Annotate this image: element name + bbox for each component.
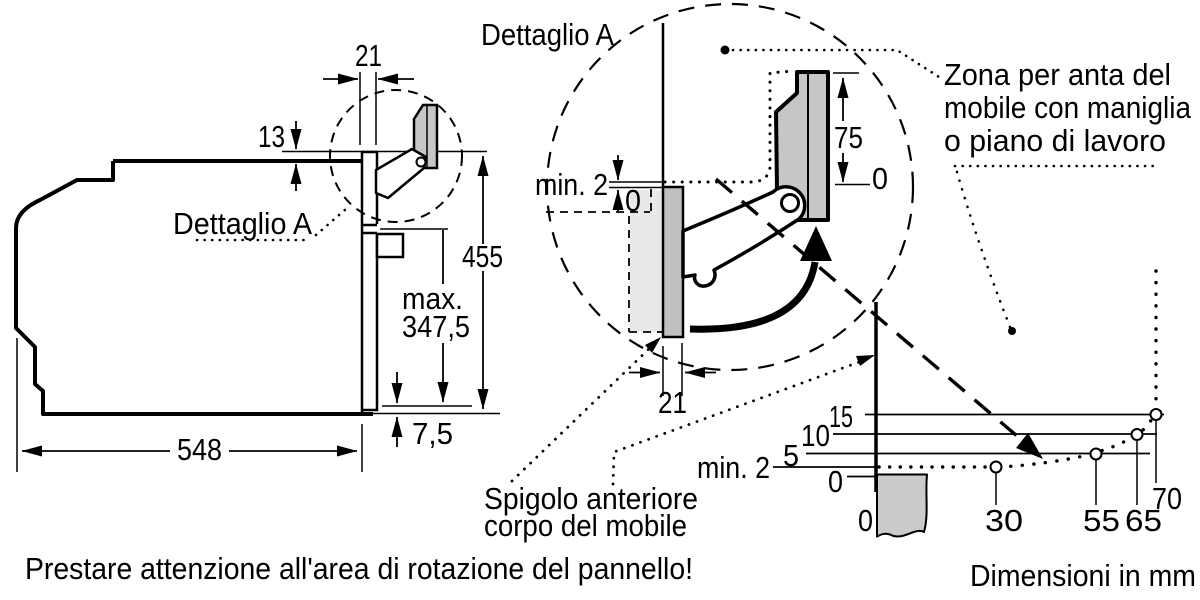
hinge-arm-small xyxy=(374,147,428,200)
dim-zero-right-label: 0 xyxy=(872,161,888,196)
detail-a-circle-large xyxy=(545,2,915,372)
detail-a-callout-dots xyxy=(195,207,348,242)
oven-body-outline xyxy=(14,159,373,416)
hinge-pivot-large xyxy=(780,193,800,213)
dim-height: 455 xyxy=(462,155,503,410)
detail-a-view: Dettaglio A min. 2 0 xyxy=(481,2,1043,459)
chart-point-55 xyxy=(1089,447,1103,461)
dim-edge-thickness: 21 xyxy=(629,343,716,420)
warning-note: Prestare attenzione all'area di rotazion… xyxy=(25,551,693,586)
zone-note-line3: o piano di lavoro xyxy=(944,123,1166,158)
zone-note-line2: mobile con maniglia xyxy=(944,90,1192,125)
chart-level-lines xyxy=(773,413,1164,478)
hinge-pivot-small xyxy=(415,156,427,168)
front-edge-leader-b-arrowhead xyxy=(856,355,875,366)
detail-a-circle-small xyxy=(329,89,463,223)
oven-carcass-hidden xyxy=(630,190,663,332)
dim-max-depth: max. 347,5 xyxy=(402,230,470,403)
front-edge-annotation: Spigolo anteriore corpo del mobile xyxy=(484,337,875,543)
hinge-receiver-tab xyxy=(375,232,405,259)
chart-point-30 xyxy=(989,460,1003,474)
trajectory-dashed-arrow xyxy=(714,177,1043,459)
zone-ref-dot xyxy=(720,45,730,55)
chart-xtick-55: 55 xyxy=(1083,503,1120,538)
front-edge-note-line1: Spigolo anteriore xyxy=(484,481,698,516)
units-note: Dimensioni in mm xyxy=(970,558,1196,593)
chart-cabinet-edge-board xyxy=(876,473,928,538)
chart-point-65 xyxy=(1130,428,1144,441)
dim-panel-offset-label: 13 xyxy=(258,119,285,154)
front-edge-leader-a-arrowhead xyxy=(645,337,661,353)
dim-top-gap: 21 xyxy=(323,38,414,145)
chart-ytick-0: 0 xyxy=(828,464,843,499)
dim-edge-thickness-label: 21 xyxy=(658,385,687,420)
zone-leader-dots xyxy=(731,48,941,79)
cabinet-door-zone-annotation: Zona per anta del mobile con maniglia o … xyxy=(944,57,1192,335)
dim-door-height-label: 75 xyxy=(834,120,863,155)
dim-min-gap-label: min. 2 xyxy=(535,167,608,202)
zone-note-line1: Zona per anta del xyxy=(944,57,1171,92)
chart-xtick-30: 30 xyxy=(985,503,1023,538)
dim-max-label: max. xyxy=(402,281,463,316)
oven-side-view: 21 13 Dettaglio A 455 max. 347,5 xyxy=(14,38,503,472)
chart-xtick-70: 70 xyxy=(1152,481,1182,516)
dim-depth-label: 548 xyxy=(177,432,222,467)
dim-max-value: 347,5 xyxy=(402,309,470,344)
cabinet-front-edge-board xyxy=(661,185,685,339)
door-zone-boundary-dots xyxy=(663,69,795,184)
dim-bottom-gap: 7,5 xyxy=(371,372,500,451)
chart-ytick-min2: min. 2 xyxy=(697,450,770,485)
rotation-arrow xyxy=(689,226,832,333)
chart-xtick-0: 0 xyxy=(858,503,873,538)
zone-note-leader-end-dot xyxy=(1008,327,1016,335)
front-edge-note-line2: corpo del mobile xyxy=(484,508,687,543)
chart-curve-dots xyxy=(997,269,1158,469)
detail-a-callout: Dettaglio A xyxy=(173,206,348,242)
chart-point-drop-lines xyxy=(995,421,1157,505)
chart-ytick-15: 15 xyxy=(829,399,853,434)
chart-point-70 xyxy=(1149,408,1163,421)
front-edge-leader-a-dots xyxy=(510,343,655,483)
dim-depth: 548 xyxy=(16,338,363,472)
dim-bottom-gap-label: 7,5 xyxy=(412,416,453,451)
chart-ytick-10: 10 xyxy=(801,418,830,453)
detail-a-title: Dettaglio A xyxy=(481,17,614,52)
dim-panel-offset: 13 xyxy=(258,119,302,191)
hinge-arm-large xyxy=(681,185,807,288)
chart-ytick-5: 5 xyxy=(783,438,799,473)
chart-xtick-65: 65 xyxy=(1125,503,1162,538)
clearance-chart: 15 10 5 min. 2 0 0 30 55 65 70 xyxy=(697,269,1182,538)
dim-zero-left-label: 0 xyxy=(625,183,641,218)
dim-min-gap: min. 2 0 xyxy=(535,155,662,218)
zone-note-leader-dots xyxy=(955,170,1012,329)
dim-height-label: 455 xyxy=(462,239,503,274)
detail-a-callout-label: Dettaglio A xyxy=(173,206,312,241)
dim-door-height: 75 0 xyxy=(833,72,888,196)
dim-top-gap-label: 21 xyxy=(355,38,382,73)
